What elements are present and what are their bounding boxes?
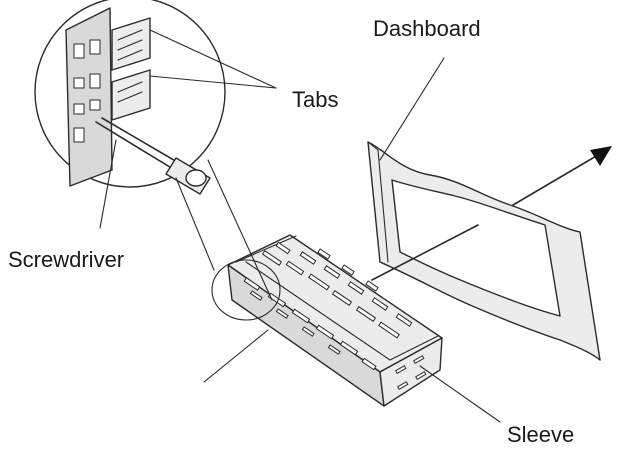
magnified-detail	[34, 0, 226, 195]
tabs-label: Tabs	[292, 87, 338, 112]
magnify-connector-lines	[175, 159, 273, 301]
sleeve	[227, 234, 443, 407]
insertion-arrow	[371, 146, 612, 281]
detail-marker-circle	[211, 259, 281, 321]
leader-lines	[99, 29, 501, 423]
dashboard-frame	[367, 141, 601, 361]
sleeve-label: Sleeve	[507, 422, 574, 447]
screwdriver-label: Screwdriver	[8, 247, 124, 272]
dashboard-label: Dashboard	[373, 16, 481, 41]
